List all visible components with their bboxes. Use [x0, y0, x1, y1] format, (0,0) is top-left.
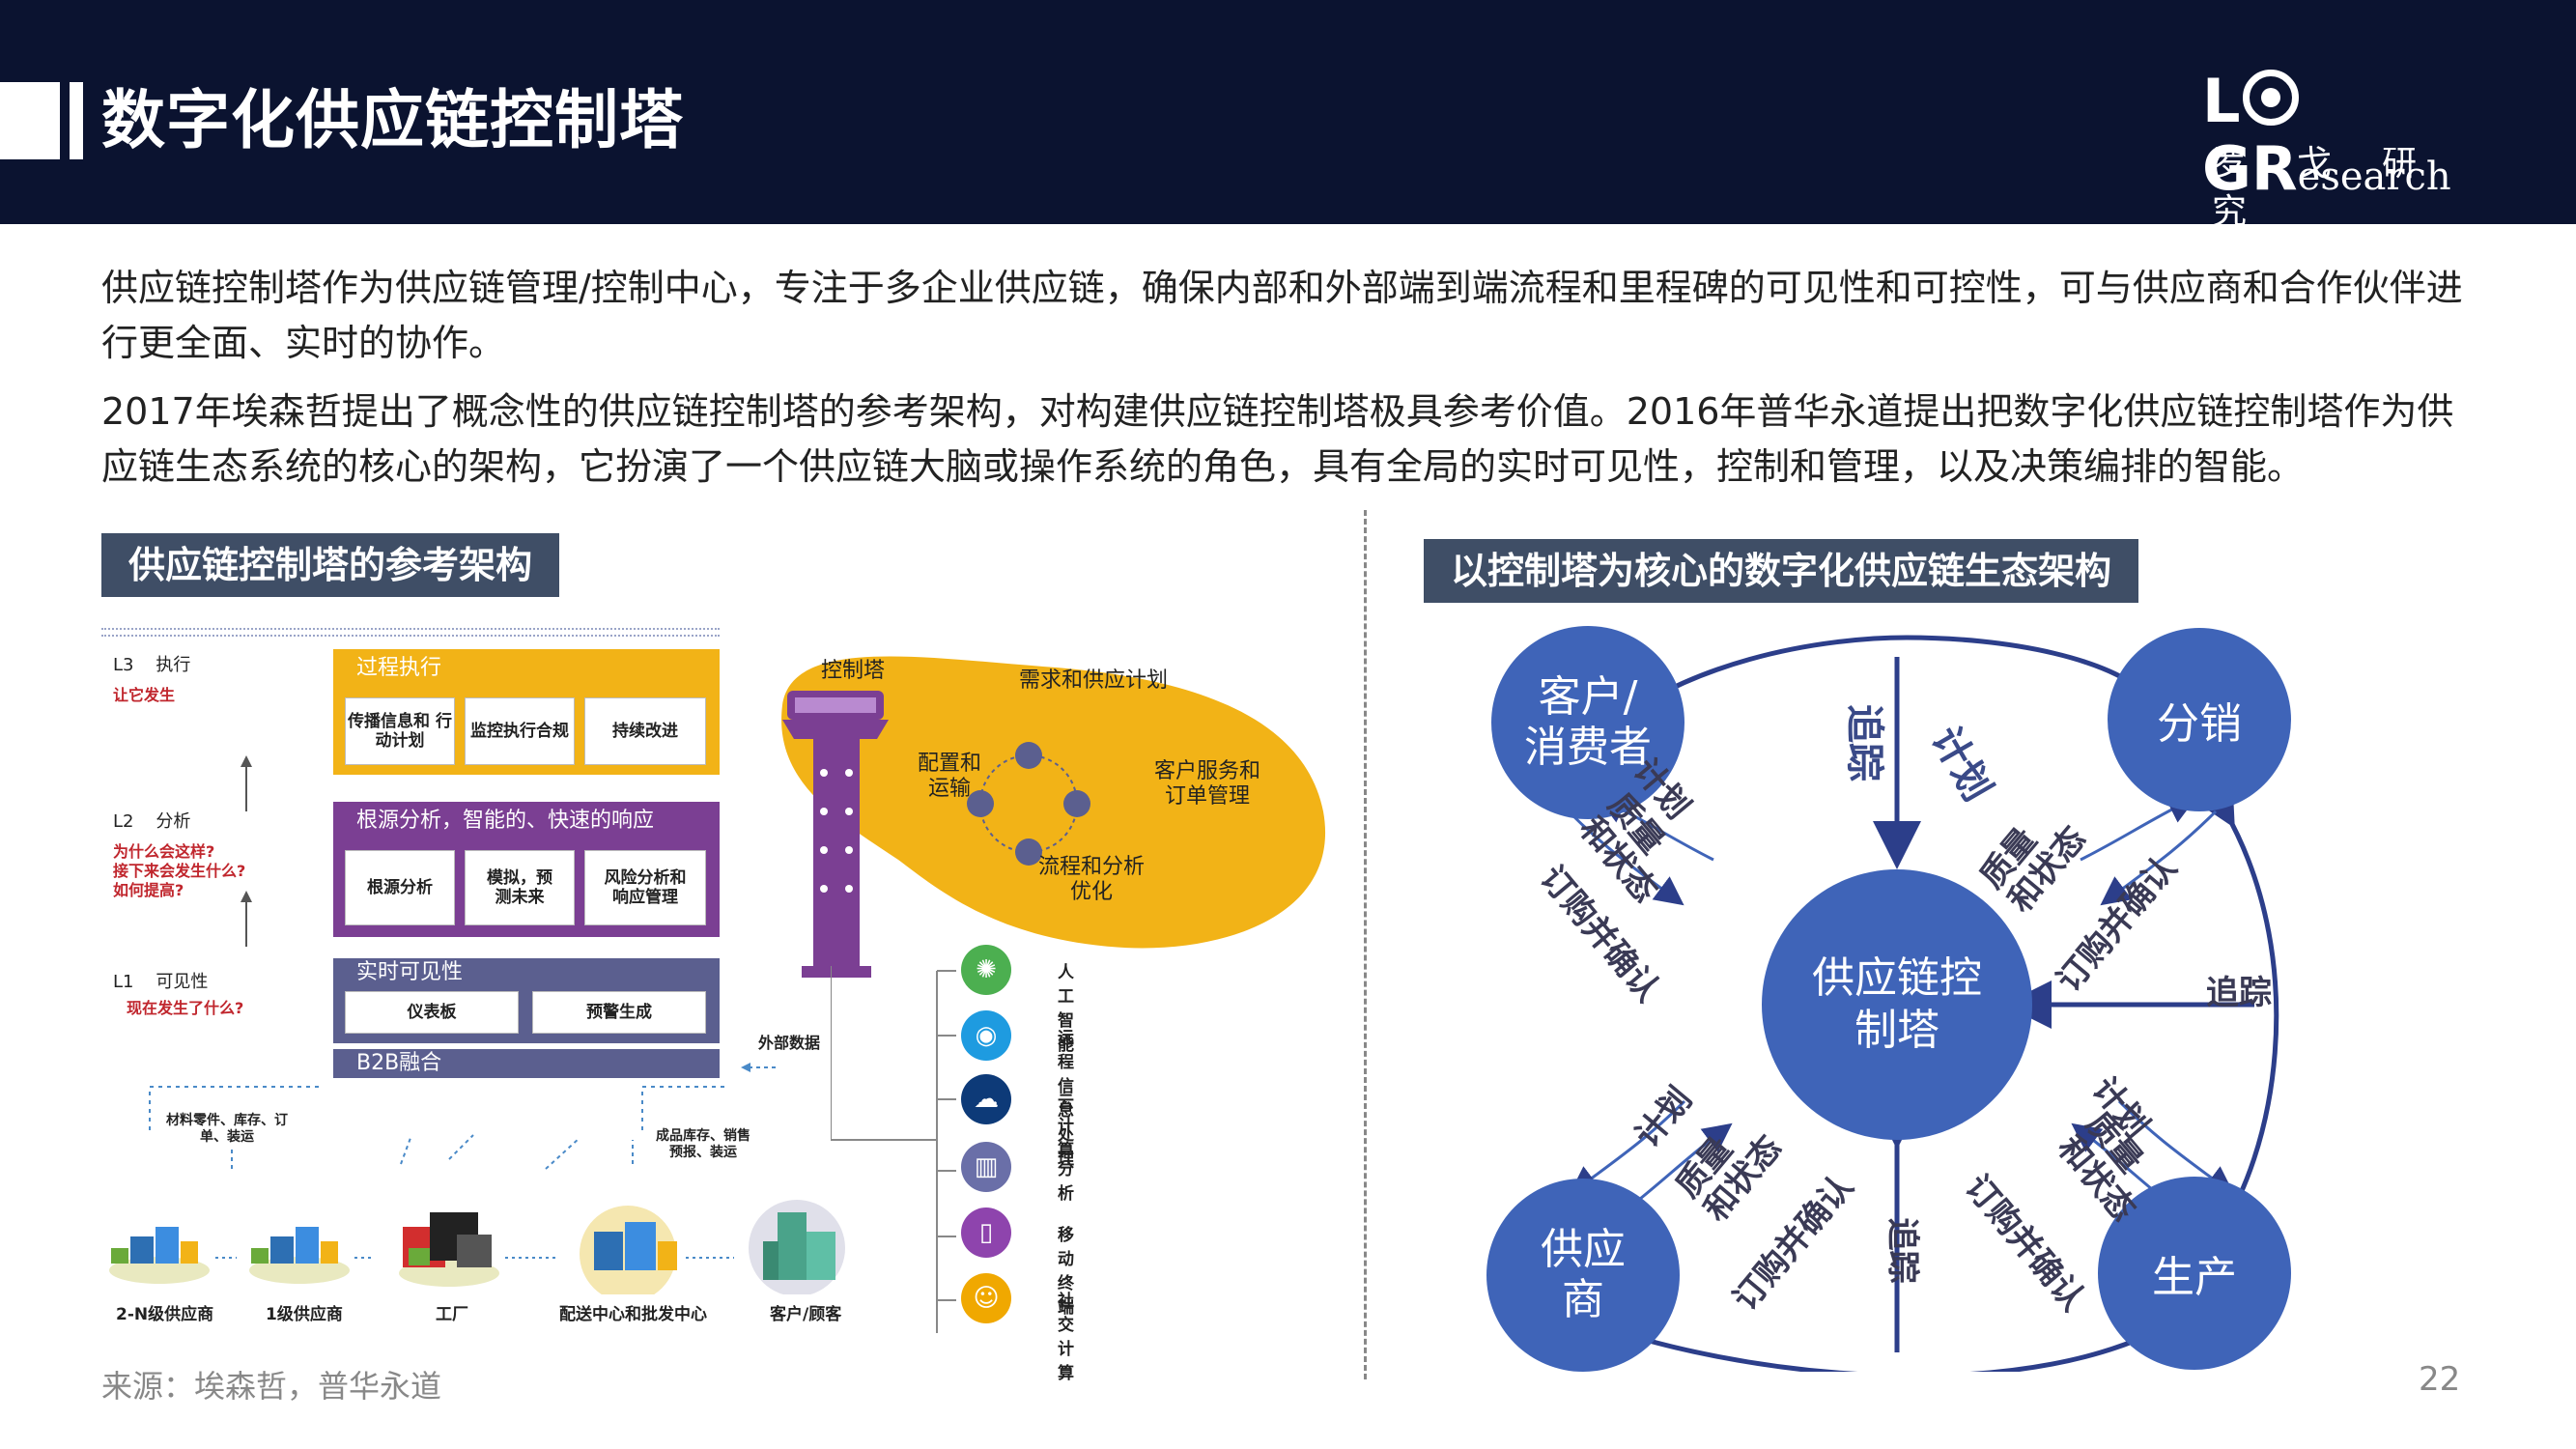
l2-box-3: 风险分析和 响应管理 — [584, 850, 706, 925]
level-l1-label: L1 可见性 — [113, 972, 209, 992]
header-accent-block — [0, 82, 60, 159]
tower-item-analytics: 流程和分析 优化 — [1038, 855, 1146, 904]
l2-band-title: 根源分析，智能的、快速的响应 — [356, 809, 655, 833]
logo-ring-icon — [2242, 70, 2299, 126]
l1-box-1: 仪表板 — [345, 991, 519, 1034]
level-l3-question: 让它发生 — [113, 686, 176, 704]
cycle-node-icon — [1015, 742, 1042, 769]
header-accent-bar — [70, 82, 83, 159]
l1-box-2: 预警生成 — [532, 991, 706, 1034]
logo: LGResearch 罗戈研究 — [2202, 68, 2521, 233]
control-tower-panel — [781, 656, 1326, 978]
level-l2-label: L2 分析 — [113, 811, 191, 832]
note-goods: 成品库存、销售 预报、装运 — [656, 1128, 750, 1160]
container-stack-icon — [109, 1227, 210, 1284]
level-l1-question: 现在发生了什么? — [127, 999, 244, 1017]
paragraph-1: 供应链控制塔作为供应链管理/控制中心，专注于多企业供应链，确保内部和外部端到端流… — [101, 267, 2463, 364]
customer-building-icon — [749, 1200, 845, 1294]
l2-box-2: 模拟，预 测未来 — [465, 850, 575, 925]
tower-item-config: 配置和 运输 — [918, 752, 982, 801]
cycle-node-icon — [967, 790, 994, 817]
level-l2-question: 为什么会这样? 接下来会发生什么? 如何提高? — [113, 842, 246, 899]
l3-box-2: 监控执行合规 — [465, 697, 575, 765]
node-label-customer: 客户/顾客 — [770, 1305, 842, 1324]
ecosystem-diagram: 客户/ 消费者 分销 供应 商 生产 供应链控 制塔 追踪 计划 追踪 追踪 计… — [1424, 618, 2576, 1372]
label-trace-top: 追踪 — [1842, 704, 1886, 781]
tower-item-service: 客户服务和 订单管理 — [1154, 759, 1261, 809]
node-label-tier-1: 1级供应商 — [266, 1305, 343, 1324]
tech-label-ai: 人工智能 — [1058, 963, 1074, 1055]
diagram-frame-line — [101, 635, 720, 637]
tech-label-analytics: 分析 — [1058, 1160, 1074, 1204]
bar-chart-icon: ▥ — [961, 1142, 1011, 1192]
node-label-distribution: 配送中心和批发中心 — [559, 1305, 707, 1324]
tech-label-social: 社交计算 — [1058, 1292, 1074, 1383]
logo-wordmark: LGResearch — [2202, 66, 2451, 204]
node-label-tier-n: 2-N级供应商 — [116, 1305, 214, 1324]
label-trace-right: 追踪 — [2206, 974, 2272, 1012]
l3-band-title: 过程执行 — [356, 656, 442, 680]
diagram-frame-line — [101, 628, 720, 630]
tower-item-demand: 需求和供应计划 — [1019, 668, 1169, 693]
l3-box-3: 持续改进 — [584, 697, 706, 765]
reference-architecture-diagram: L3 执行 让它发生 L2 分析 为什么会这样? 接下来会发生什么? 如何提高?… — [101, 618, 1338, 1383]
container-stack-icon — [249, 1227, 350, 1284]
tech-label-mobile: 移动终端 — [1058, 1226, 1074, 1318]
l3-panel: 过程执行 传播信息和 行动计划 监控执行合规 持续改进 — [333, 649, 720, 775]
note-materials: 材料零件、库存、订 单、装运 — [166, 1113, 288, 1145]
node-production: 生产 — [2098, 1177, 2291, 1370]
page-title: 数字化供应链控制塔 — [101, 83, 684, 157]
section-divider — [1364, 510, 1367, 1379]
external-data-arrow — [741, 1063, 778, 1072]
l1-band-title: 实时可见性 — [356, 960, 464, 984]
cloud-icon: ☁ — [961, 1074, 1011, 1124]
node-illustrations — [109, 1200, 845, 1294]
b2b-band: B2B融合 — [333, 1049, 720, 1078]
flow-connectors — [149, 1086, 729, 1170]
ai-lightbulb-icon: ✺ — [961, 945, 1011, 995]
supply-chain-nodes — [101, 1188, 874, 1294]
wifi-icon: ◉ — [961, 1010, 1011, 1061]
factory-icon — [399, 1212, 499, 1287]
tech-connectors — [831, 966, 956, 1333]
social-chat-icon: ☺ — [961, 1273, 1011, 1323]
label-trace-bottom: 追踪 — [1882, 1217, 1922, 1284]
tower-title: 控制塔 — [821, 659, 886, 683]
level-l3-label: L3 执行 — [113, 655, 191, 675]
left-section-title: 供应链控制塔的参考架构 — [101, 533, 560, 597]
page-number: 22 — [2419, 1360, 2461, 1399]
l3-box-1: 传播信息和 行动计划 — [345, 697, 455, 765]
node-distribution: 分销 — [2108, 628, 2291, 811]
l1-panel: 实时可见性 仪表板 预警生成 — [333, 958, 720, 1043]
control-tower-icon — [782, 691, 889, 978]
cycle-node-icon — [1015, 838, 1042, 866]
source-note: 来源：埃森哲，普华永道 — [101, 1368, 442, 1405]
mobile-device-icon: ▯ — [961, 1208, 1011, 1258]
level-arrows — [241, 755, 252, 947]
distribution-center-icon — [580, 1206, 677, 1294]
node-customer: 客户/ 消费者 — [1491, 626, 1684, 819]
logo-chinese: 罗戈研究 — [2212, 144, 2468, 232]
logo-sub: esearch — [2297, 155, 2451, 199]
l2-box-1: 根源分析 — [345, 850, 455, 925]
l2-panel: 根源分析，智能的、快速的响应 根源分析 模拟，预 测未来 风险分析和 响应管理 — [333, 802, 720, 937]
right-section-title: 以控制塔为核心的数字化供应链生态架构 — [1424, 539, 2139, 603]
note-external-data: 外部数据 — [758, 1034, 821, 1052]
tech-label-cloud: 云计算 — [1058, 1093, 1074, 1160]
node-supplier: 供应 商 — [1486, 1179, 1680, 1372]
cycle-node-icon — [1063, 790, 1090, 817]
header-bar: 数字化供应链控制塔 — [0, 0, 2576, 224]
tower-blob-shape — [781, 656, 1326, 949]
node-label-factory: 工厂 — [436, 1305, 468, 1324]
node-control-tower: 供应链控 制塔 — [1762, 869, 2032, 1140]
paragraph-2: 2017年埃森哲提出了概念性的供应链控制塔的参考架构，对构建供应链控制塔极具参考… — [101, 390, 2454, 488]
tech-label-telematics: 远程信息处理 — [1058, 1029, 1074, 1169]
